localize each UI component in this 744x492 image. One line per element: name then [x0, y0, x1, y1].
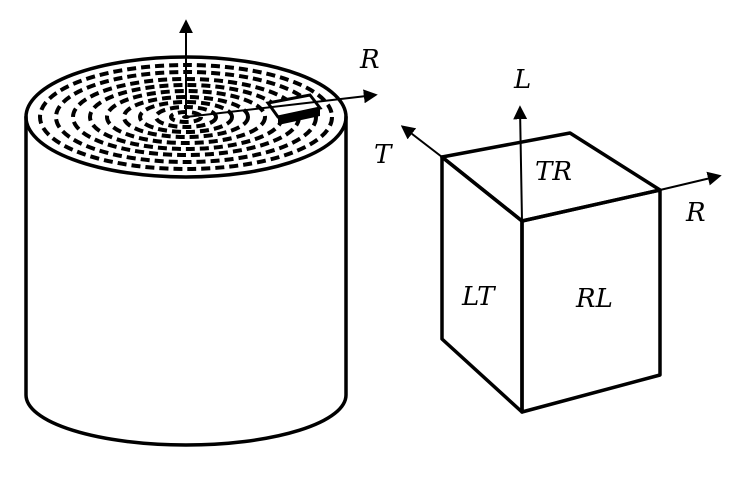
wood-cube: L T R TR LT RL [374, 65, 722, 414]
log-cylinder: R [24, 19, 380, 447]
log-radial-label: R [359, 45, 380, 75]
specimen-block [265, 93, 323, 125]
cube-radial-axis-arrow [659, 171, 722, 191]
cube-left-face-label: LT [461, 282, 496, 312]
cube-right-face-label: RL [575, 284, 613, 314]
cube-longitudinal-axis-arrow [513, 105, 528, 222]
cube-top-face-label: TR [535, 157, 572, 187]
cube-tangential-axis-arrow [400, 125, 443, 158]
cube-radial-label: R [685, 198, 706, 228]
cube-tangential-label: T [374, 140, 393, 170]
cylinder-body [24, 115, 348, 447]
log-radial-axis-arrow [185, 89, 378, 118]
cube-right-face [520, 188, 662, 414]
cube-longitudinal-label: L [513, 65, 531, 95]
